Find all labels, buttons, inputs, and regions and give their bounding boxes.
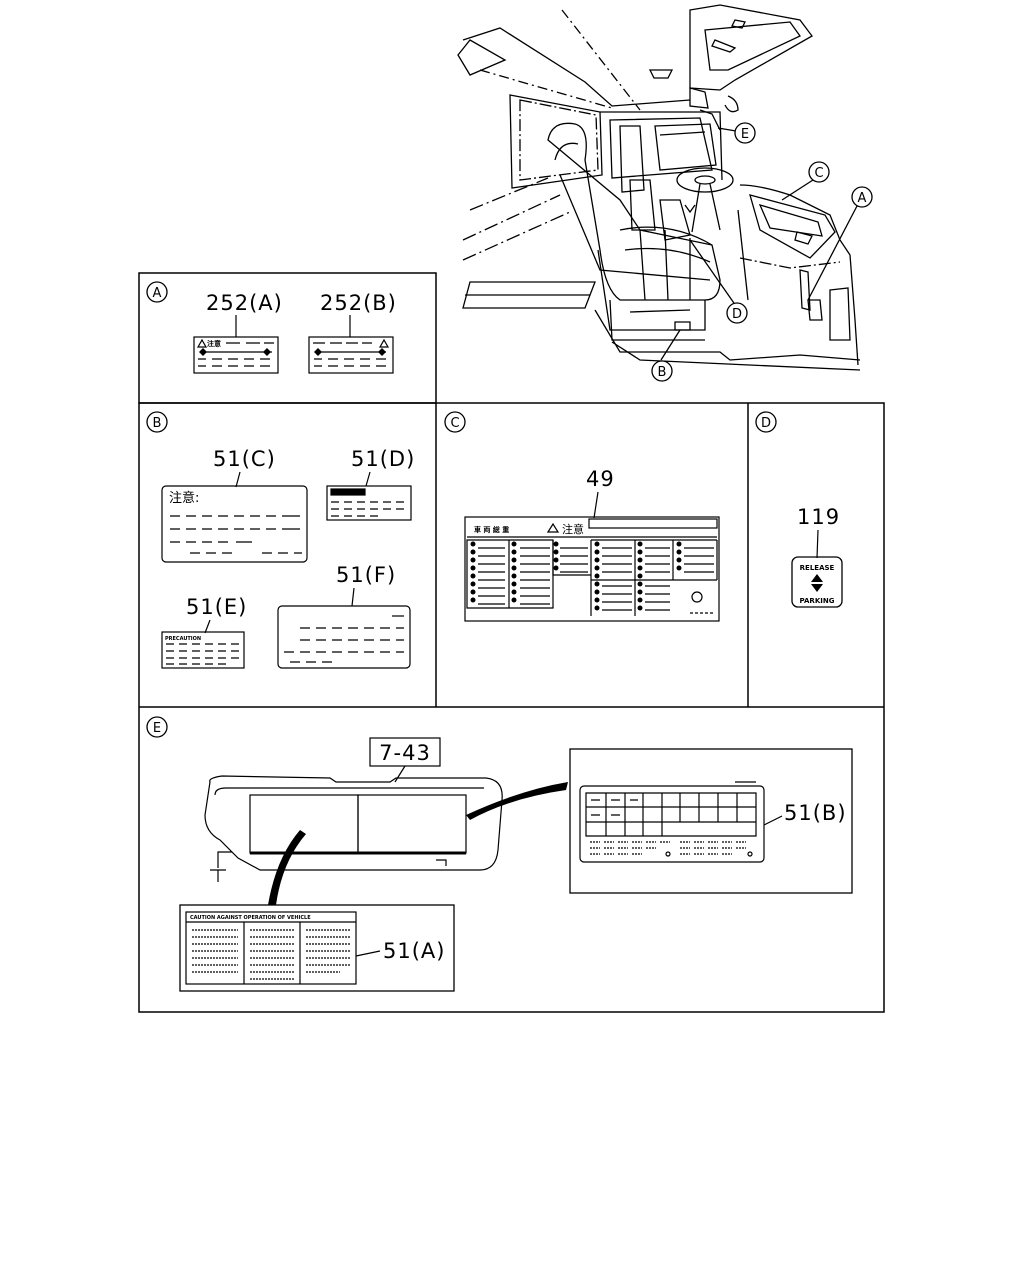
panel-e-letter: E xyxy=(153,721,161,736)
label-51d xyxy=(326,485,412,521)
panel-d: D 119 RELEASE PARKING xyxy=(755,411,843,608)
part-number-51a: 51(A) xyxy=(383,939,445,963)
svg-text:E: E xyxy=(741,127,749,142)
part-number-119: 119 xyxy=(797,505,840,529)
label-49 xyxy=(464,516,720,622)
label-49-heading-right: 注意 xyxy=(562,522,584,536)
callout-d: D xyxy=(726,302,748,324)
parking-brake-switch xyxy=(791,556,843,608)
callout-e: E xyxy=(734,122,756,144)
part-number-51f: 51(F) xyxy=(336,563,396,587)
label-51f xyxy=(277,605,411,669)
part-number-51c: 51(C) xyxy=(213,447,276,471)
label-51a xyxy=(185,911,357,985)
panel-a-letter: A xyxy=(153,286,162,301)
label-51c xyxy=(161,485,308,563)
part-number-49: 49 xyxy=(586,467,615,491)
panel-e: E 7-43 51(B) CAU xyxy=(146,716,853,992)
switch-label-parking: PARKING xyxy=(800,597,835,605)
callout-a: A xyxy=(851,186,873,208)
switch-label-release: RELEASE xyxy=(800,564,835,572)
label-51c-heading: 注意: xyxy=(169,490,199,506)
callout-c: C xyxy=(808,161,830,183)
label-252a xyxy=(193,336,279,374)
arrow-down-icon xyxy=(811,584,823,592)
label-51e xyxy=(161,631,245,669)
label-49-heading-left: 車 両 総 重 xyxy=(474,525,509,534)
panel-d-letter: D xyxy=(761,416,771,431)
panel-b: B 51(C) 注意: 51(D) 51(E) PRECAUTION 51(F) xyxy=(146,411,415,669)
svg-text:C: C xyxy=(814,166,823,181)
svg-text:D: D xyxy=(732,307,742,322)
panel-frames xyxy=(138,272,885,1013)
callout-b: B xyxy=(651,360,673,382)
detail-frame-51a xyxy=(179,904,455,992)
arrow-up-icon xyxy=(811,574,823,582)
pointer-to-51b xyxy=(466,782,568,820)
part-number-51d: 51(D) xyxy=(351,447,415,471)
part-number-252a: 252(A) xyxy=(206,291,283,315)
part-number-51e: 51(E) xyxy=(186,595,247,619)
label-51b xyxy=(579,781,765,863)
panel-a: A 252(A) 252(B) 注意 xyxy=(146,281,397,374)
part-number-51b: 51(B) xyxy=(784,801,847,825)
detail-frame-51b xyxy=(569,748,853,894)
label-252b xyxy=(308,336,394,374)
cab-interior-illustration xyxy=(457,4,861,371)
label-49-markers xyxy=(470,541,682,611)
part-number-7-43: 7-43 xyxy=(379,741,431,765)
panel-c: C 49 車 両 総 重 注意 xyxy=(444,411,720,622)
label-252a-text: 注意 xyxy=(207,339,221,348)
sun-visor xyxy=(204,775,503,882)
panel-b-letter: B xyxy=(153,416,162,431)
label-51e-heading: PRECAUTION xyxy=(165,636,201,642)
pointer-to-51a xyxy=(268,830,306,905)
svg-text:A: A xyxy=(858,191,867,206)
svg-text:B: B xyxy=(658,365,667,380)
panel-c-letter: C xyxy=(450,416,459,431)
label-51a-heading: CAUTION AGAINST OPERATION OF VEHICLE xyxy=(190,915,311,921)
part-number-252b: 252(B) xyxy=(320,291,397,315)
